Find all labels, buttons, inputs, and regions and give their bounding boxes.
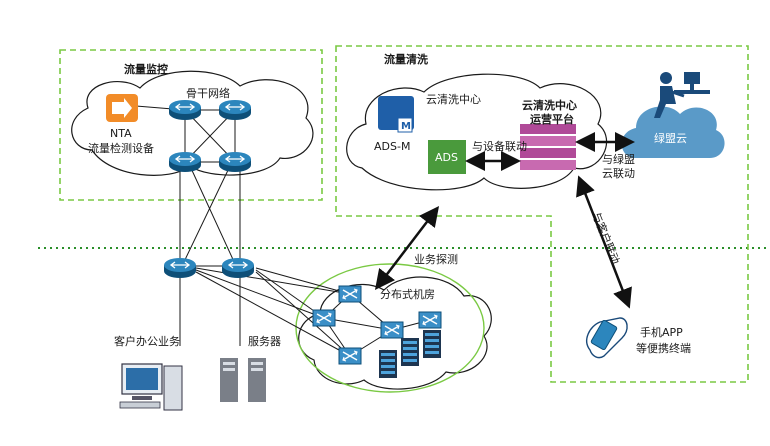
admin-person-icon — [654, 72, 710, 118]
region-title-cleaning: 流量清洗 — [384, 52, 428, 66]
ads-m-icon: M — [378, 96, 414, 133]
customer-office-label: 客户办公业务 — [114, 334, 180, 348]
green-cloud-shape — [621, 106, 725, 158]
backbone-router-4 — [218, 151, 252, 173]
svg-text:M: M — [401, 121, 411, 132]
platform-stack-icon — [520, 124, 576, 170]
server-rack-1 — [379, 350, 397, 378]
biz-probe-arrow — [374, 206, 440, 290]
customer-pc-icon — [119, 363, 183, 411]
mobile-label-1: 手机APP — [640, 325, 683, 339]
nta-desc-label: 流量检测设备 — [88, 141, 154, 155]
green-link-label-1: 与绿盟 — [602, 152, 635, 166]
nta-label: NTA — [110, 127, 132, 140]
switch-3 — [380, 321, 404, 339]
switch-2 — [312, 309, 336, 327]
nta-device-icon — [106, 94, 138, 122]
platform-label-1: 云清洗中心 — [522, 98, 577, 112]
access-router-2 — [221, 257, 255, 279]
server-icon — [220, 358, 266, 402]
switch-4 — [418, 311, 442, 329]
backbone-router-3 — [168, 151, 202, 173]
cloud-center-label: 云清洗中心 — [426, 93, 481, 106]
access-router-1 — [163, 257, 197, 279]
backbone-label: 骨干网络 — [186, 86, 230, 100]
green-cloud-label: 绿盟云 — [654, 131, 687, 145]
backbone-router-1 — [168, 99, 202, 121]
biz-probe-label: 业务探测 — [414, 253, 458, 266]
customer-link-label: 与客户联动 — [589, 210, 623, 266]
ads-m-label: ADS-M — [374, 140, 410, 153]
switch-5 — [338, 347, 362, 365]
platform-label-2: 运营平台 — [530, 112, 574, 126]
traffic-monitor-region — [59, 49, 323, 201]
customer-link-arrow — [576, 175, 632, 309]
mobile-phone-icon — [586, 317, 628, 359]
ads-box — [428, 140, 466, 174]
device-link-label: 与设备联动 — [472, 139, 527, 153]
switch-1 — [338, 285, 362, 303]
distributed-room-label: 分布式机房 — [380, 287, 435, 301]
region-title-monitor: 流量监控 — [124, 62, 168, 76]
server-label: 服务器 — [248, 335, 281, 348]
server-rack-3 — [423, 330, 441, 358]
mobile-label-2: 等便携终端 — [636, 341, 691, 355]
ads-label: ADS — [435, 151, 458, 164]
backbone-router-2 — [218, 99, 252, 121]
green-link-label-2: 云联动 — [602, 167, 635, 180]
server-rack-2 — [401, 338, 419, 366]
traffic-cleaning-region — [335, 45, 749, 383]
